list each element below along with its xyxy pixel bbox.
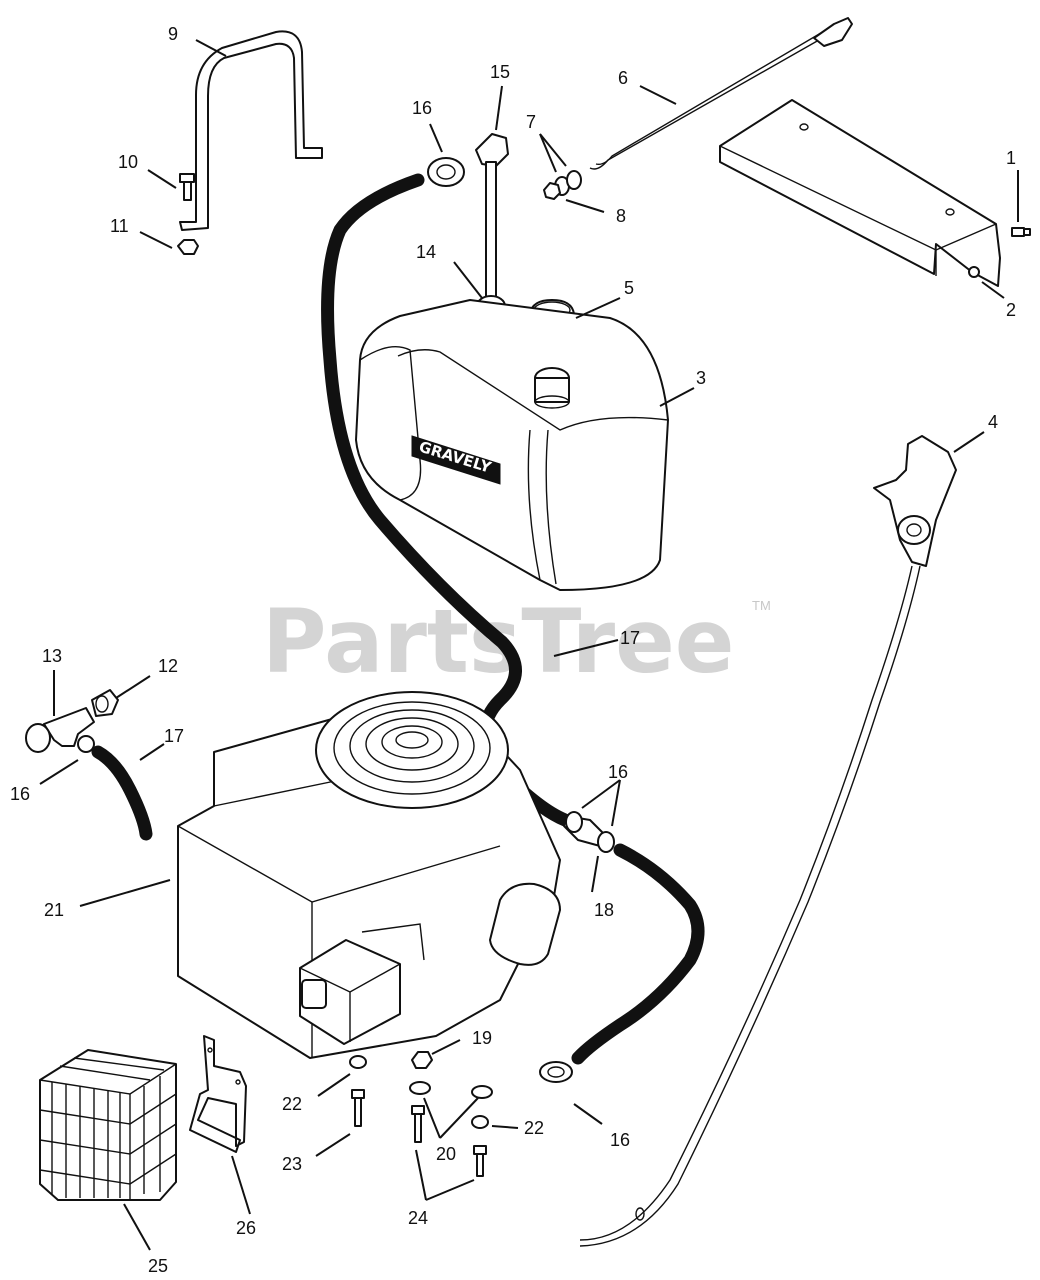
- callout-18: 18: [594, 900, 614, 920]
- callout-1: 1: [1006, 148, 1016, 168]
- part-18-fuel-filter: [563, 811, 615, 853]
- callout-21: 21: [44, 900, 64, 920]
- part-12-fitting: [91, 689, 119, 717]
- callout-20: 20: [436, 1144, 456, 1164]
- part-15-vent-fitting: [475, 133, 509, 301]
- part-17-fuel-hose-lower: [571, 843, 705, 1065]
- callout-16b: 16: [10, 784, 30, 804]
- part-22-washer-right: [471, 1115, 489, 1129]
- leader-lines: [39, 39, 1019, 1251]
- callout-2: 2: [1006, 300, 1016, 320]
- callout-16c: 16: [608, 762, 628, 782]
- part-20-washers: [409, 1081, 493, 1099]
- part-22-washer-left: [349, 1055, 367, 1069]
- callout-12: 12: [158, 656, 178, 676]
- part-24-bolts: [411, 1105, 487, 1177]
- callout-13: 13: [42, 646, 62, 666]
- part-21-engine: [177, 691, 561, 1059]
- part-1-screw: [1011, 227, 1031, 237]
- part-11-nut: [177, 239, 199, 255]
- callout-17b: 17: [620, 628, 640, 648]
- part-25-screen-guard: [39, 1049, 177, 1201]
- callout-24: 24: [408, 1208, 428, 1228]
- part-8-nut: [543, 182, 561, 200]
- callout-6: 6: [618, 68, 628, 88]
- dash-panel: [719, 99, 1001, 287]
- callout-25: 25: [148, 1256, 168, 1276]
- callout-3: 3: [696, 368, 706, 388]
- part-23-bolt: [351, 1089, 365, 1127]
- callout-10: 10: [118, 152, 138, 172]
- callout-15: 15: [490, 62, 510, 82]
- part-17-fuel-hose-short: [91, 745, 153, 841]
- part-3-fuel-tank: GRAVELY: [355, 299, 669, 591]
- callout-5: 5: [624, 278, 634, 298]
- callout-16d: 16: [610, 1130, 630, 1150]
- callout-4: 4: [988, 412, 998, 432]
- part-16-clamp-top: [427, 157, 465, 187]
- part-6-choke-cable: [589, 17, 853, 170]
- part-16-clamp-left: [77, 735, 95, 753]
- watermark-trademark: TM: [752, 598, 771, 613]
- part-19-nut: [411, 1051, 433, 1069]
- part-10-bolt: [179, 173, 195, 201]
- callout-16a: 16: [412, 98, 432, 118]
- callout-7: 7: [526, 112, 536, 132]
- part-16-clamp-bottom: [539, 1061, 573, 1083]
- part-9-bracket: [179, 30, 323, 231]
- part-13-tee-fitting: [25, 707, 95, 753]
- callout-22a: 22: [282, 1094, 302, 1114]
- part-4-throttle-control: [579, 435, 957, 1247]
- callout-26: 26: [236, 1218, 256, 1238]
- callout-11: 11: [110, 216, 129, 236]
- callout-17a: 17: [164, 726, 184, 746]
- callout-22b: 22: [524, 1118, 544, 1138]
- callout-numbers: 1 2 3 4 5 6 7 8 9 10 11 12 13 14 15 16 1…: [10, 24, 1016, 1276]
- callout-8: 8: [616, 206, 626, 226]
- part-2-nut: [968, 266, 980, 278]
- callout-23: 23: [282, 1154, 302, 1174]
- part-26-mounting-bracket: [189, 1035, 247, 1153]
- callout-14: 14: [416, 242, 436, 262]
- callout-9: 9: [168, 24, 178, 44]
- callout-19: 19: [472, 1028, 492, 1048]
